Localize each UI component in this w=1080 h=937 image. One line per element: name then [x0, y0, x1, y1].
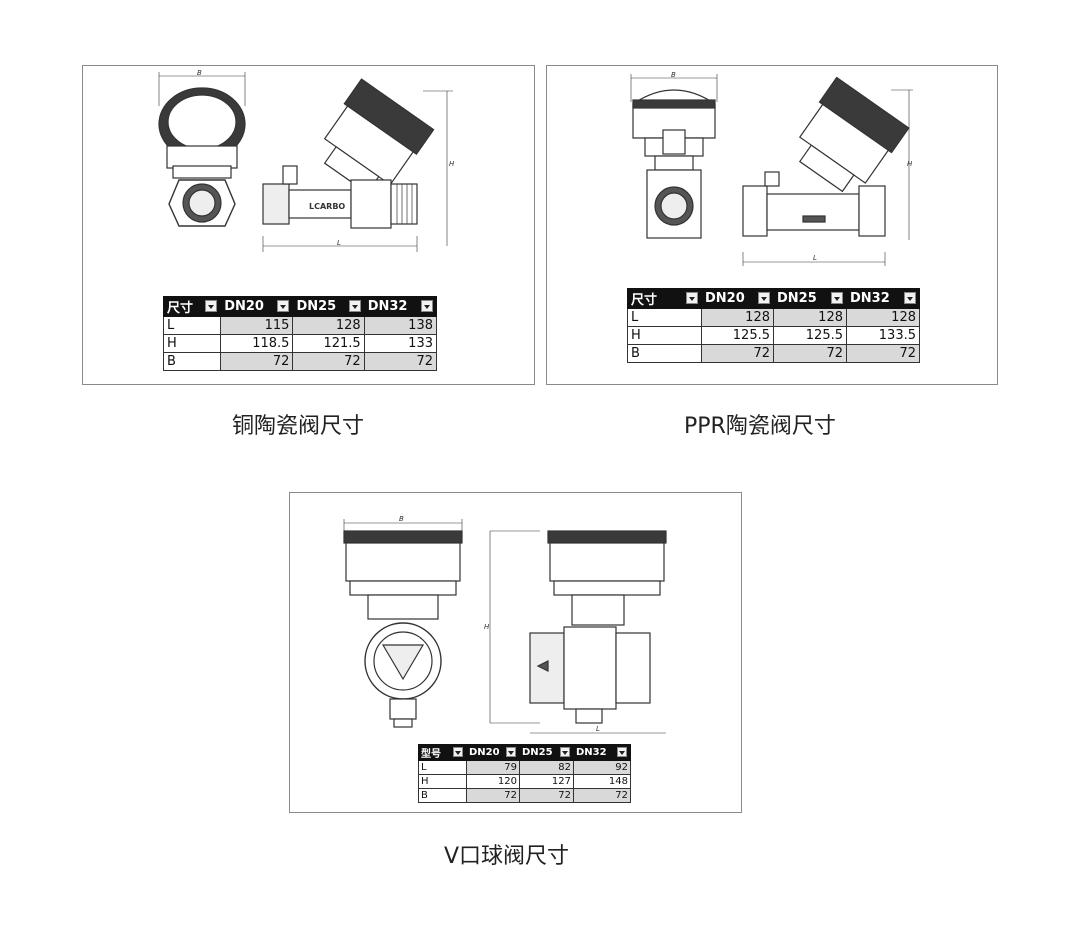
table-row: L 79 82 92 — [418, 760, 631, 775]
table-cell: 92 — [573, 760, 631, 775]
row-label: L — [418, 760, 467, 775]
table-row: L 115 128 138 — [162, 316, 438, 335]
row-label: H — [418, 774, 467, 789]
vball-dimension-table: 型号 DN20 DN25 DN32 L 79 82 92 H 120 127 1… — [418, 744, 631, 803]
table-cell: 128 — [846, 308, 920, 327]
column-header: DN32 — [363, 296, 438, 317]
row-label: B — [162, 352, 222, 371]
table-row: H 120 127 148 — [418, 774, 631, 789]
row-label: L — [162, 316, 222, 335]
table-cell: 125.5 — [773, 326, 847, 345]
column-header: DN32 — [846, 288, 920, 309]
copper-brand-mark: LCARBO — [309, 202, 345, 211]
table-cell: 121.5 — [292, 334, 365, 353]
table-row: H 125.5 125.5 133.5 — [627, 326, 920, 345]
copper-dim-l: L — [337, 239, 341, 247]
table-cell: 138 — [363, 316, 438, 335]
table-corner-cell: 尺寸 — [162, 296, 222, 317]
filter-dropdown-icon[interactable] — [560, 747, 570, 757]
copper-dim-h: H — [449, 160, 455, 168]
filter-dropdown-icon[interactable] — [506, 747, 516, 757]
filter-dropdown-icon[interactable] — [617, 747, 627, 757]
table-cell: 127 — [519, 774, 574, 789]
filter-dropdown-icon[interactable] — [831, 292, 843, 304]
vball-dim-b: B — [399, 515, 404, 523]
table-cell: 133 — [363, 334, 438, 353]
ppr-dim-l: L — [813, 254, 817, 262]
table-cell: 128 — [773, 308, 847, 327]
vball-valve-drawing: B H L — [343, 515, 667, 734]
filter-dropdown-icon[interactable] — [758, 292, 770, 304]
ppr-valve-panel: B H L 尺寸 DN20 DN25 DN32 L 128 128 128 H … — [546, 65, 998, 385]
filter-dropdown-icon[interactable] — [904, 292, 916, 304]
column-header: DN25 — [292, 296, 365, 317]
copper-dim-b: B — [197, 69, 202, 77]
ppr-valve-drawing: B H L — [630, 71, 913, 266]
filter-dropdown-icon[interactable] — [421, 300, 433, 312]
table-row: B 72 72 72 — [627, 344, 920, 363]
table-cell: 118.5 — [220, 334, 294, 353]
table-cell: 128 — [292, 316, 365, 335]
table-row: H 118.5 121.5 133 — [162, 334, 438, 353]
copper-dimension-table: 尺寸 DN20 DN25 DN32 L 115 128 138 H 118.5 … — [162, 296, 438, 371]
row-label: H — [627, 326, 702, 345]
table-cell: 72 — [220, 352, 294, 371]
table-corner-cell: 尺寸 — [627, 288, 702, 309]
ppr-dim-b: B — [671, 71, 676, 79]
filter-dropdown-icon[interactable] — [348, 300, 361, 312]
table-cell: 72 — [519, 788, 574, 803]
row-label: L — [627, 308, 702, 327]
table-cell: 72 — [846, 344, 920, 363]
copper-valve-panel: B H L LCARBO 尺寸 DN20 DN25 DN32 L 115 128… — [82, 65, 535, 385]
table-cell: 72 — [363, 352, 438, 371]
ppr-dimension-table: 尺寸 DN20 DN25 DN32 L 128 128 128 H 125.5 … — [627, 288, 920, 363]
table-row: B 72 72 72 — [418, 788, 631, 803]
vball-valve-panel: B H L 型号 DN20 DN25 DN32 L 79 82 92 H 120… — [289, 492, 742, 813]
table-corner-cell: 型号 — [418, 744, 467, 761]
table-row: B 72 72 72 — [162, 352, 438, 371]
table-cell: 72 — [573, 788, 631, 803]
column-header: DN25 — [519, 744, 574, 761]
filter-dropdown-icon[interactable] — [205, 300, 218, 312]
table-row: L 128 128 128 — [627, 308, 920, 327]
table-header-row: 尺寸 DN20 DN25 DN32 — [627, 288, 920, 309]
filter-dropdown-icon[interactable] — [453, 747, 463, 757]
table-cell: 148 — [573, 774, 631, 789]
table-cell: 128 — [701, 308, 774, 327]
vball-valve-caption: V口球阀尺寸 — [444, 844, 570, 869]
row-label: H — [162, 334, 222, 353]
filter-dropdown-icon[interactable] — [277, 300, 290, 312]
table-cell: 125.5 — [701, 326, 774, 345]
column-header: DN20 — [701, 288, 774, 309]
row-label: B — [418, 788, 467, 803]
column-header: DN25 — [773, 288, 847, 309]
column-header: DN20 — [466, 744, 520, 761]
vball-dim-l: L — [596, 725, 600, 733]
table-cell: 72 — [701, 344, 774, 363]
table-cell: 82 — [519, 760, 574, 775]
column-header: DN20 — [220, 296, 294, 317]
column-header: DN32 — [573, 744, 631, 761]
vball-dim-h: H — [484, 623, 490, 631]
table-cell: 79 — [466, 760, 520, 775]
copper-valve-caption: 铜陶瓷阀尺寸 — [232, 414, 365, 439]
ppr-dim-h: H — [907, 160, 913, 168]
table-cell: 115 — [220, 316, 294, 335]
row-label: B — [627, 344, 702, 363]
table-cell: 133.5 — [846, 326, 920, 345]
copper-valve-drawing: B H L LCARBO — [158, 69, 455, 252]
table-cell: 72 — [292, 352, 365, 371]
table-header-row: 型号 DN20 DN25 DN32 — [418, 744, 631, 761]
table-cell: 120 — [466, 774, 520, 789]
table-cell: 72 — [773, 344, 847, 363]
table-header-row: 尺寸 DN20 DN25 DN32 — [162, 296, 438, 317]
filter-dropdown-icon[interactable] — [686, 292, 698, 304]
table-cell: 72 — [466, 788, 520, 803]
ppr-valve-caption: PPR陶瓷阀尺寸 — [684, 414, 836, 439]
